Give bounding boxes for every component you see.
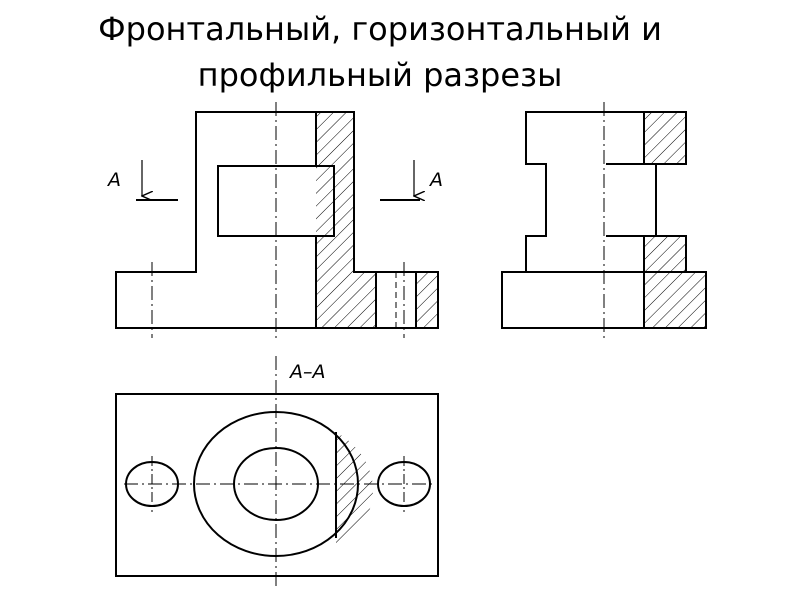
side-hatch-top (644, 112, 686, 164)
front-hatch-right (416, 272, 438, 328)
top-plate-outline (115, 393, 439, 577)
page-title: Фронтальный, горизонтальный и профильный… (0, 6, 760, 98)
title-line-2: профильный разрезы (197, 56, 563, 94)
section-label-left: A (106, 169, 121, 191)
front-view (115, 102, 439, 340)
side-hatch-bottom (644, 236, 706, 328)
side-outline (501, 111, 707, 329)
top-hatch (336, 432, 373, 548)
title-line-1: Фронтальный, горизонтальный и (98, 10, 662, 48)
section-marker-left: A (106, 160, 178, 201)
section-view-label: A–A (288, 361, 326, 383)
top-view (115, 356, 439, 588)
side-view (501, 102, 707, 340)
section-label-right: A (428, 169, 443, 191)
section-marker-right: A (380, 160, 443, 201)
front-outline (115, 111, 439, 329)
